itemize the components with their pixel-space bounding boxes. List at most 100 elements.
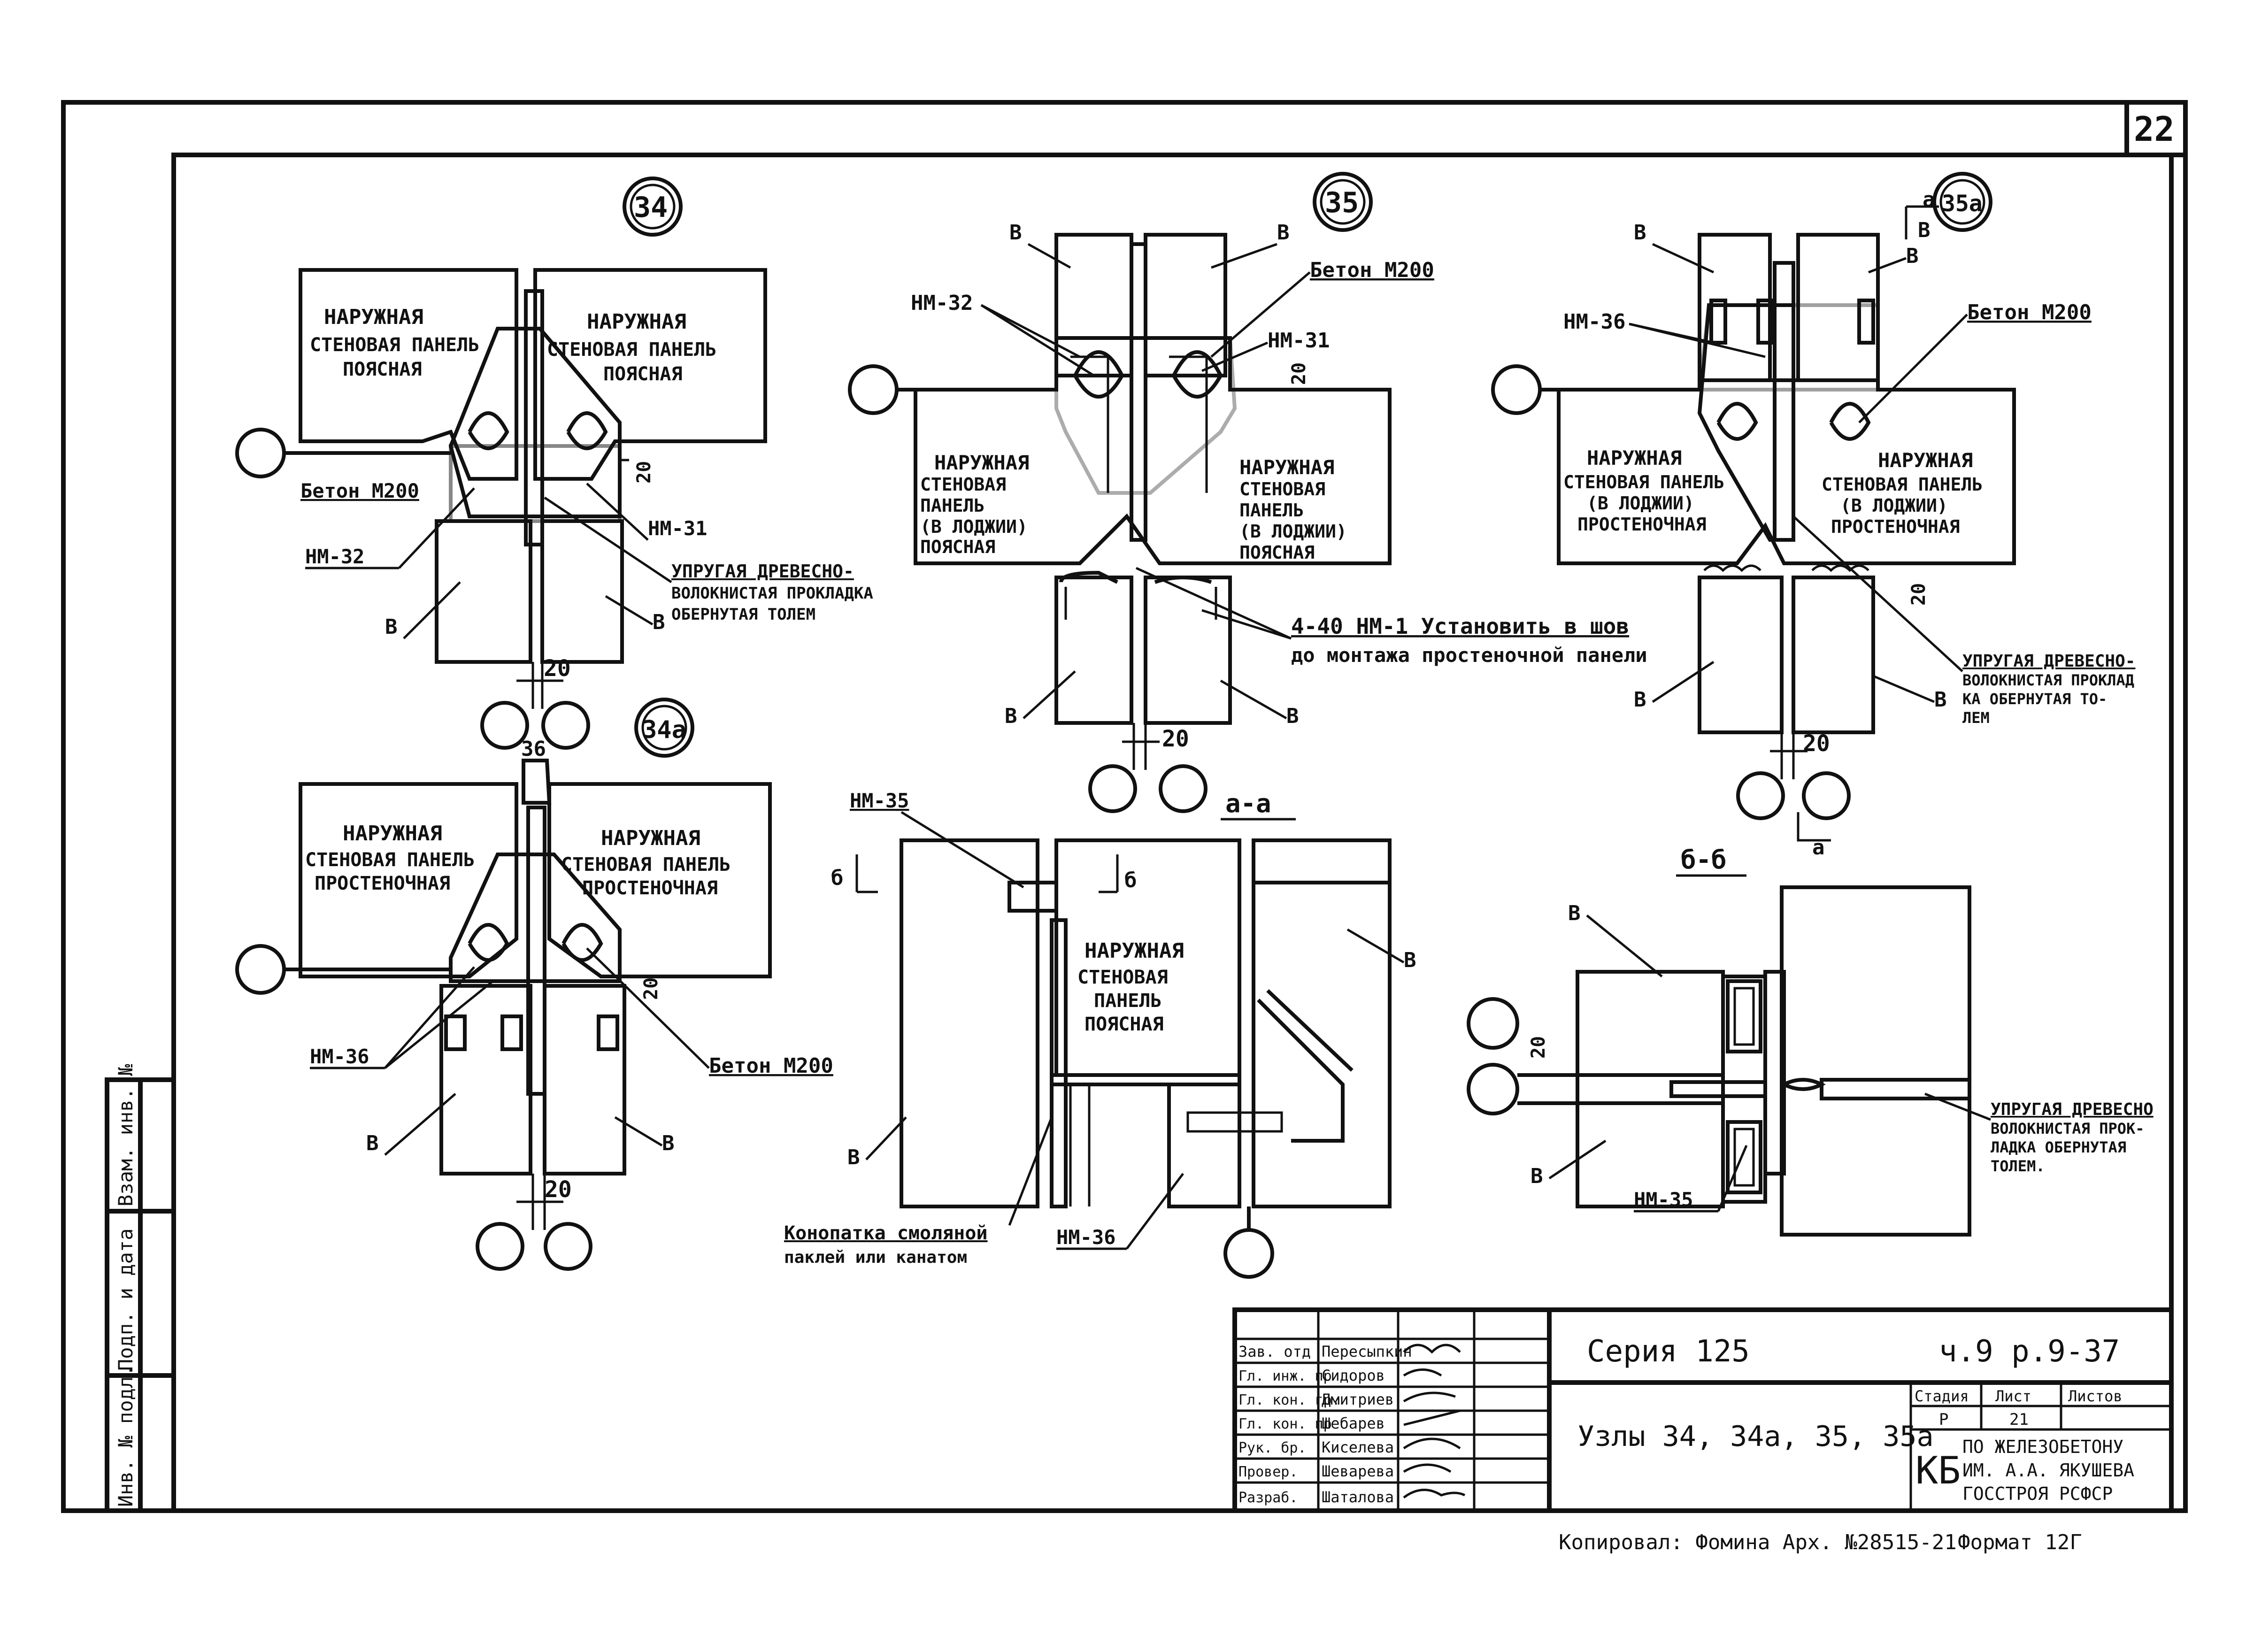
section-b-b: б-б 20 В В НМ-35 УПРУГАЯ ДРЕВЕСНО ВОЛОКН… [1467, 845, 2154, 1237]
tb-org-2: ГОССТРОЯ РСФСР [1962, 1483, 2113, 1504]
sec-aa-cut-b-right: б [1124, 868, 1137, 892]
d35a-b-bl: В [1634, 688, 1646, 712]
d34-panel-left-3: ПОЯСНАЯ [343, 359, 422, 380]
tb-stage: Р [1939, 1410, 1948, 1429]
tb-subject: Узлы 34, 34а, 35, 35а [1577, 1420, 1934, 1453]
d34a-panel-left-1: НАРУЖНАЯ [343, 822, 442, 845]
d34-nm32: НМ-32 [305, 545, 364, 568]
sec-bb-gasket-3: ЛАДКА ОБЕРНУТАЯ [1991, 1138, 2126, 1156]
sec-aa-nm35: НМ-35 [850, 789, 909, 812]
tb-role-1: Гл. инж. пр [1238, 1368, 1332, 1384]
tb-sheets-hdr: Листов [2068, 1387, 2123, 1405]
d35-left-3: ПАНЕЛЬ [920, 495, 985, 516]
tb-sheet: 21 [2009, 1410, 2029, 1429]
d34a-b-right: В [662, 1131, 675, 1155]
dim-20-i: 20 [1528, 1036, 1549, 1059]
dim-20-e: 20 [1162, 726, 1189, 752]
d35-b-bl: В [1005, 704, 1017, 728]
cut-a-top: а [1923, 188, 1935, 212]
d34-concrete: Бетон М200 [300, 479, 419, 502]
d34-gasket-1: УПРУГАЯ ДРЕВЕСНО- [671, 561, 854, 582]
d34a-panel-left-2: СТЕНОВАЯ ПАНЕЛЬ [305, 849, 475, 871]
dim-20-c: 20 [545, 1176, 572, 1203]
dim-36: 36 [521, 737, 546, 761]
tb-name-3: Шебарев [1322, 1414, 1385, 1432]
tb-series: Серия 125 [1587, 1334, 1750, 1369]
section-aa-title: а-а [1225, 789, 1271, 818]
d34-panel-right-1: НАРУЖНАЯ [587, 310, 686, 334]
tb-name-1: Сидоров [1322, 1367, 1385, 1384]
tb-role-2: Гл. кон. гр. [1238, 1392, 1340, 1408]
inner-frame [171, 153, 2174, 1513]
sheet-number-box [2124, 100, 2188, 157]
d35a-nm36: НМ-36 [1563, 310, 1625, 334]
d34-panel-left-1: НАРУЖНАЯ [324, 305, 423, 329]
d35-b-tl: В [1009, 221, 1022, 245]
d35a-right-1: НАРУЖНАЯ [1878, 449, 1973, 472]
sec-aa-panel-1: НАРУЖНАЯ [1085, 939, 1184, 963]
d34a-panel-left-3: ПРОСТЕНОЧНАЯ [315, 873, 450, 894]
tb-name-2: Дмитриев [1322, 1391, 1394, 1408]
detail-35a: 35а а В 20 20 В В НМ-36 Бетон М200 [1491, 172, 2135, 860]
d34-panel-right-3: ПОЯСНАЯ [603, 363, 683, 385]
d34-panel-right-2: СТЕНОВАЯ ПАНЕЛЬ [547, 339, 716, 361]
tb-org-1: ИМ. А.А. ЯКУШЕВА [1962, 1460, 2134, 1481]
detail-34: 34 20 20 НАРУЖНАЯ СТЕНОВАЯ ПАНЕЛЬ ПОЯСНА… [235, 177, 873, 750]
node-34a-marker: 34а [642, 716, 686, 744]
d35-nm31: НМ-31 [1268, 329, 1330, 353]
d34a-panel-right-2: СТЕНОВАЯ ПАНЕЛЬ [561, 854, 731, 876]
d35a-gasket-3: КА ОБЕРНУТАЯ ТО- [1962, 690, 2107, 708]
d35-right-4: (В ЛОДЖИИ) [1239, 521, 1347, 542]
d35-left-1: НАРУЖНАЯ [934, 451, 1029, 474]
side-stamp: Взам. инв. № Подп. и дата Инв. № подл. [105, 1064, 176, 1513]
dim-20-g: 20 [1803, 730, 1830, 757]
d35-concrete: Бетон М200 [1310, 258, 1434, 282]
d35a-left-4: ПРОСТЕНОЧНАЯ [1577, 514, 1707, 535]
tb-role-6: Разраб. [1238, 1490, 1298, 1506]
sec-aa-b-right: В [1404, 948, 1416, 972]
tb-name-5: Шеварева [1322, 1462, 1394, 1480]
tb-stage-hdr: Стадия [1915, 1387, 1969, 1405]
sec-bb-gasket-1: УПРУГАЯ ДРЕВЕСНО [1991, 1100, 2154, 1119]
d35-b-tr: В [1277, 221, 1290, 245]
d34a-panel-right-3: ПРОСТЕНОЧНАЯ [582, 877, 718, 899]
dim-20-d: 20 [640, 977, 662, 1000]
d35a-right-3: (В ЛОДЖИИ) [1840, 495, 1948, 516]
sec-aa-cut-b-left: б [831, 866, 844, 890]
stamp-vzam: Взам. инв. № [114, 1064, 137, 1206]
sec-bb-b-top: В [1568, 901, 1581, 925]
tb-name-6: Шаталова [1322, 1488, 1394, 1506]
cut-b-top: В [1918, 218, 1931, 242]
sec-bb-gasket-4: ТОЛЕМ. [1991, 1157, 2045, 1175]
sec-aa-b-left: В [847, 1145, 860, 1169]
d35a-gasket-4: ЛЕМ [1962, 709, 1990, 727]
dim-20-a: 20 [544, 655, 571, 682]
tb-role-3: Гл. кон. пр [1238, 1416, 1332, 1432]
dim-20-f: 20 [1288, 362, 1310, 385]
d35-right-3: ПАНЕЛЬ [1239, 500, 1304, 521]
tb-org-logo: КБ [1915, 1449, 1961, 1492]
tb-role-4: Рук. бр. [1238, 1440, 1307, 1456]
tb-signatures [1403, 1344, 1466, 1499]
sec-bb-nm35: НМ-35 [1634, 1188, 1693, 1211]
tb-org-0: ПО ЖЕЛЕЗОБЕТОНУ [1962, 1437, 2123, 1457]
tb-issue: ч.9 р.9-37 [1939, 1334, 2120, 1369]
d35-left-5: ПОЯСНАЯ [920, 537, 995, 557]
d35-b-br: В [1286, 704, 1299, 728]
sec-aa-caulk-2: паклей или канатом [784, 1248, 967, 1267]
d35-left-2: СТЕНОВАЯ [920, 474, 1006, 495]
d34a-b-left: В [366, 1131, 379, 1155]
tb-name-0: Пересыпкин [1322, 1343, 1412, 1360]
d35-nm32: НМ-32 [911, 291, 973, 315]
tb-role-5: Провер. [1238, 1464, 1298, 1480]
d35a-right-4: ПРОСТЕНОЧНАЯ [1831, 516, 1960, 537]
dim-20-b: 20 [633, 461, 655, 484]
footer-copied: Копировал: Фомина Арх. №28515-21 [1559, 1530, 1957, 1554]
sec-aa-nm36: НМ-36 [1056, 1226, 1115, 1249]
section-a-a: а-а НМ-35 б б НАРУЖНАЯ СТЕНОВАЯ ПАНЕЛЬ П… [784, 789, 1416, 1279]
d34a-nm36: НМ-36 [310, 1045, 369, 1068]
tb-name-4: Киселева [1322, 1438, 1394, 1456]
d35-right-1: НАРУЖНАЯ [1239, 456, 1334, 479]
section-bb-title: б-б [1681, 845, 1727, 875]
